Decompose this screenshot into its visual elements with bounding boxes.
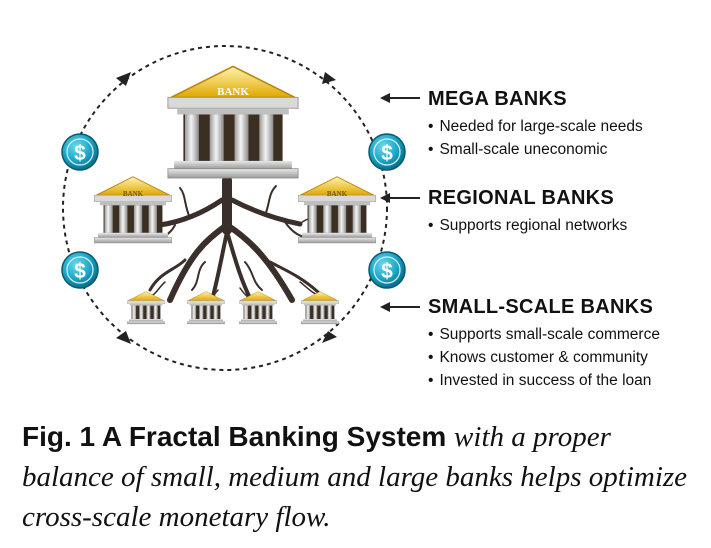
tier-bullet: Supports small-scale commerce [428,323,660,346]
fractal-banking-diagram: BANK BANK BANK $ $ $ $ [61,45,420,371]
mega-bank-icon [167,65,299,179]
caption-text: with a proper balance of small, medium a… [22,421,688,533]
figure-caption: Fig. 1 A Fractal Banking System with a p… [22,417,702,537]
svg-text:$: $ [381,142,393,165]
tier-bullets: Supports regional networks [428,214,627,237]
regional-bank-left-icon [93,176,173,244]
tier-bullet: Invested in success of the loan [428,369,660,392]
svg-text:$: $ [381,260,393,283]
flow-circle [62,45,388,371]
dollar-coin-icon: $ [368,251,406,289]
small-bank-icon [300,291,340,325]
arrow-left-icon [380,302,420,312]
regional-bank-right-sign: BANK [327,190,348,198]
tier-title: SMALL-SCALE BANKS [428,296,654,318]
tier-mega-banks: MEGA BANKS Needed for large-scale needs … [428,88,643,161]
tier-regional-banks: REGIONAL BANKS Supports regional network… [428,187,627,237]
arrow-left-icon [380,93,420,103]
tier-bullets: Needed for large-scale needs Small-scale… [428,115,643,161]
small-bank-icon [238,291,278,325]
tier-bullets: Supports small-scale commerce Knows cust… [428,323,660,392]
dollar-coin-icon: $ [368,133,406,171]
svg-text:$: $ [74,142,86,165]
caption-title: Fig. 1 A Fractal Banking System [22,421,447,452]
tier-bullet: Small-scale uneconomic [428,138,643,161]
regional-bank-right-icon [297,176,377,244]
small-bank-icon [186,291,226,325]
dollar-coin-icon: $ [61,251,99,289]
tier-title: MEGA BANKS [428,88,567,110]
tier-title: REGIONAL BANKS [428,187,615,209]
tier-bullet: Supports regional networks [428,214,627,237]
tier-bullet: Needed for large-scale needs [428,115,642,138]
mega-bank-sign: BANK [217,86,249,98]
tier-small-scale-banks: SMALL-SCALE BANKS Supports small-scale c… [428,296,660,392]
small-bank-icon [126,291,166,325]
arrow-left-icon [380,193,420,203]
fractal-tree [139,175,323,305]
flow-arrowheads [116,72,337,344]
tier-bullet: Knows customer & community [428,346,660,369]
svg-text:$: $ [74,260,86,283]
regional-bank-left-sign: BANK [123,190,144,198]
dollar-coin-icon: $ [61,133,99,171]
